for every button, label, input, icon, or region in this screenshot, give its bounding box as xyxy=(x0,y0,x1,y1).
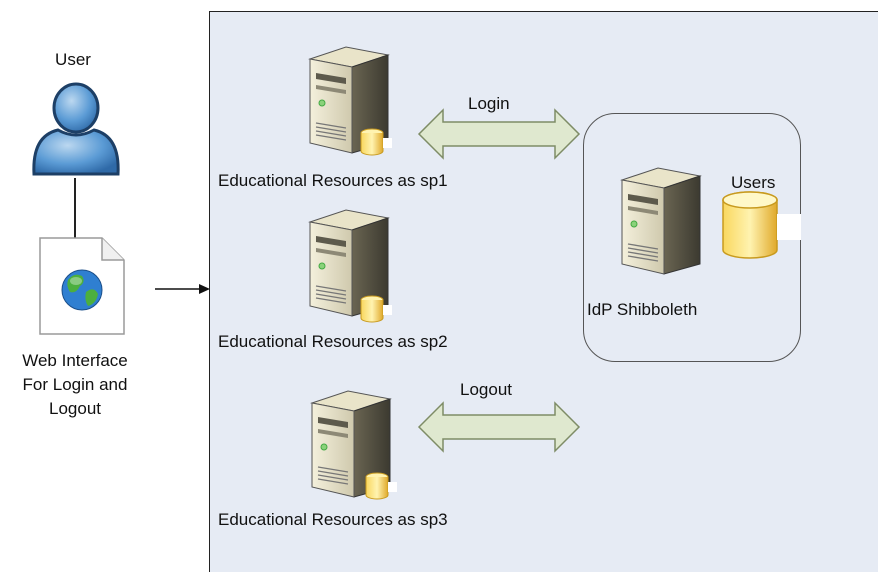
user-label: User xyxy=(55,50,91,69)
database-sp1-icon xyxy=(359,127,393,157)
server-sp1-label: Educational Resources as sp1 xyxy=(218,171,448,190)
database-sp2-icon xyxy=(359,294,393,324)
to-panel-arrow xyxy=(155,284,210,294)
web-interface-label: Web Interface For Login and Logout xyxy=(4,349,146,421)
login-double-arrow xyxy=(417,108,581,160)
users-database-icon xyxy=(722,191,801,259)
server-sp2-label: Educational Resources as sp2 xyxy=(218,332,448,351)
logout-double-arrow xyxy=(417,401,581,453)
users-db-label: Users xyxy=(731,173,776,192)
logout-label: Logout xyxy=(460,380,512,399)
user-icon xyxy=(32,82,120,176)
server-sp3-label: Educational Resources as sp3 xyxy=(218,510,448,529)
database-sp3-icon xyxy=(364,471,398,501)
idp-label: IdP Shibboleth xyxy=(587,300,698,319)
login-label: Login xyxy=(468,94,510,113)
user-connector-line xyxy=(74,178,76,240)
web-page-icon xyxy=(39,237,125,335)
web-interface-line-1: Web Interface xyxy=(22,351,128,370)
web-interface-line-2: For Login and xyxy=(22,375,128,394)
web-interface-line-3: Logout xyxy=(49,399,101,418)
idp-server-icon xyxy=(612,166,702,276)
